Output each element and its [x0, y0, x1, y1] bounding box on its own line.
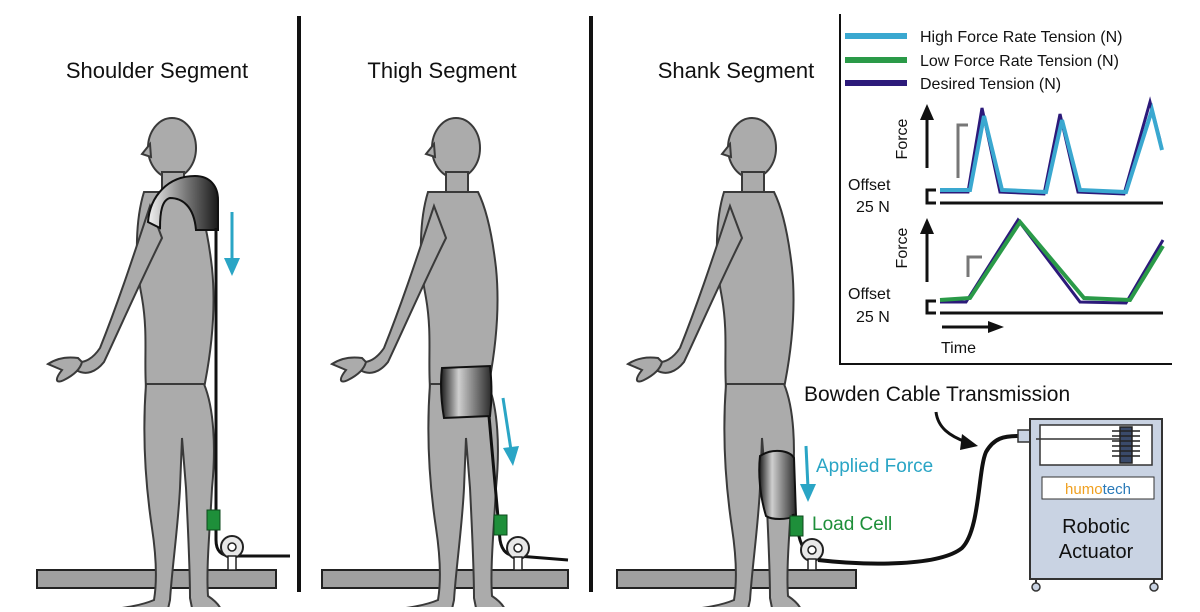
bowden-cable — [817, 434, 1019, 566]
bottom-offset-value: 25 N — [856, 309, 890, 326]
legend-label-high: High Force Rate Tension (N) — [920, 29, 1122, 46]
top-offset-bracket — [925, 188, 936, 205]
bottom-low-rate-series — [939, 218, 1165, 303]
inset-chart: High Force Rate Tension (N) Low Force Ra… — [839, 14, 1172, 365]
time-label: Time — [941, 340, 976, 357]
top-offset-label: Offset — [848, 177, 891, 194]
load-cell-label: Load Cell — [812, 514, 892, 535]
top-offset-value: 25 N — [856, 199, 890, 216]
human-figure — [331, 117, 508, 612]
bottom-force-axis-arrow — [920, 218, 934, 282]
time-axis-arrow — [942, 321, 1004, 333]
thigh-cuff — [439, 364, 493, 420]
bottom-desired-series — [940, 217, 1165, 305]
legend-label-low: Low Force Rate Tension (N) — [920, 53, 1119, 70]
wheel — [1031, 582, 1041, 592]
bottom-offset-bracket — [925, 299, 936, 315]
shank-cuff — [758, 450, 798, 520]
human-figure — [627, 117, 804, 612]
shank-segment-title: Shank Segment — [658, 58, 815, 83]
wheel — [1149, 582, 1159, 592]
robotic-actuator: humotech Robotic Actuator — [1017, 418, 1163, 592]
thigh-segment-title: Thigh Segment — [367, 58, 516, 83]
applied-force-arrow — [800, 445, 816, 502]
top-force-label: Force — [894, 118, 911, 159]
bowden-pointer-arrow — [934, 411, 978, 450]
spring — [1112, 426, 1140, 464]
load-cell — [206, 509, 221, 531]
top-force-axis-arrow — [920, 104, 934, 168]
cable — [214, 228, 290, 558]
applied-force-label: Applied Force — [816, 456, 933, 477]
top-desired-series — [940, 96, 1162, 196]
inset-frame — [839, 14, 1172, 365]
applied-force-arrow — [224, 212, 240, 276]
load-cell — [789, 515, 804, 537]
bottom-rate-marker — [966, 255, 982, 277]
legend-label-desired: Desired Tension (N) — [920, 76, 1061, 93]
legend: High Force Rate Tension (N) Low Force Ra… — [845, 29, 1122, 93]
shank-panel: Applied Force Load Cell — [616, 117, 1019, 612]
shoulder-segment-title: Shoulder Segment — [66, 58, 248, 83]
shoulder-panel — [36, 117, 290, 612]
actuator-name-line1: Robotic — [1062, 516, 1130, 538]
top-high-rate-series — [940, 102, 1164, 195]
bottom-offset-label: Offset — [848, 286, 891, 303]
thigh-panel — [321, 117, 569, 612]
actuator-name-line2: Actuator — [1059, 541, 1134, 563]
bowden-cable-label: Bowden Cable Transmission — [804, 383, 1070, 406]
brand-logo: humotech — [1065, 481, 1131, 498]
shoulder-harness — [146, 174, 219, 231]
top-rate-marker — [956, 123, 968, 178]
bottom-force-label: Force — [894, 227, 911, 268]
load-cell — [493, 514, 508, 536]
applied-force-arrow — [501, 397, 519, 466]
cable — [487, 415, 569, 562]
